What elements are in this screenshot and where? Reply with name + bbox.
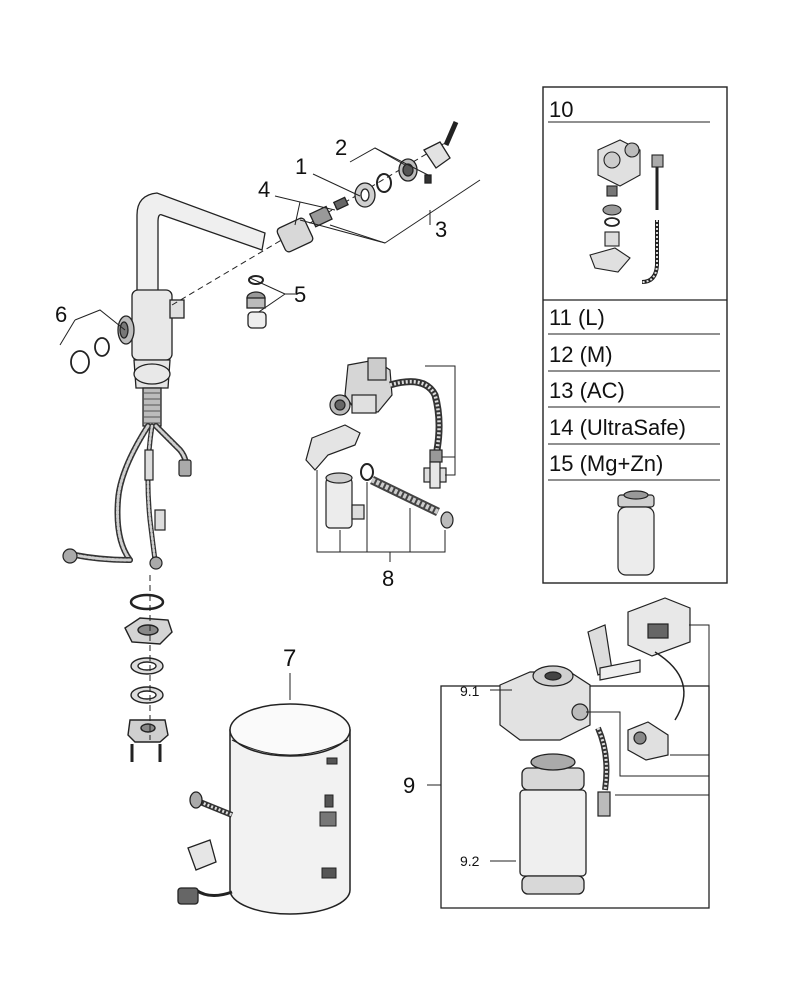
filter-head-drawing <box>499 665 591 741</box>
filter-option-ultrasafe: 14 (UltraSafe) <box>549 415 686 440</box>
boiler-connections <box>177 791 234 905</box>
filter-option-m: 12 (M) <box>549 342 613 367</box>
callout-9-2: 9.2 <box>460 853 480 869</box>
filter-option-l: 11 (L) <box>549 305 605 330</box>
callout-8: 8 <box>382 566 394 591</box>
part-6-orings <box>70 337 110 374</box>
callout-3: 3 <box>435 217 447 242</box>
part-5-items <box>246 275 267 329</box>
callout-9-1: 9.1 <box>460 683 480 699</box>
callout-6: 6 <box>55 302 67 327</box>
part-9-leaders <box>427 624 710 862</box>
faucet-hoses <box>72 423 189 563</box>
faucet-spout-drawing <box>117 192 266 427</box>
hose-fittings <box>62 449 192 570</box>
callout-10: 10 <box>549 97 573 122</box>
part-8-leaders <box>316 365 456 562</box>
faucet-stem-threads <box>143 392 161 424</box>
callout-2: 2 <box>335 135 347 160</box>
filter-option-ac: 13 (AC) <box>549 378 625 403</box>
filter-options-list: 11 (L) 12 (M) 13 (AC) 14 (UltraSafe) 15 … <box>548 305 720 481</box>
part-8-assembly <box>305 357 454 529</box>
callout-5: 5 <box>294 282 306 307</box>
spare-parts-box <box>542 86 728 584</box>
callout-1: 1 <box>295 154 307 179</box>
filter-cartridge-small <box>617 490 655 576</box>
callout-numbers: 1 2 3 4 5 6 7 8 9 9.1 9.2 10 <box>55 97 573 869</box>
filter-cartridge-large <box>519 753 587 895</box>
cartridge-parts <box>171 121 459 306</box>
filter-controller <box>587 597 691 817</box>
boiler-labels <box>319 757 338 879</box>
filter-option-mg-zn: 15 (Mg+Zn) <box>549 451 663 476</box>
part-10-drawing <box>589 139 664 284</box>
callout-7: 7 <box>283 645 296 672</box>
callout-9: 9 <box>403 773 415 798</box>
callout-4: 4 <box>258 177 270 202</box>
mounting-kit <box>124 593 173 762</box>
boiler-tank <box>229 703 351 915</box>
